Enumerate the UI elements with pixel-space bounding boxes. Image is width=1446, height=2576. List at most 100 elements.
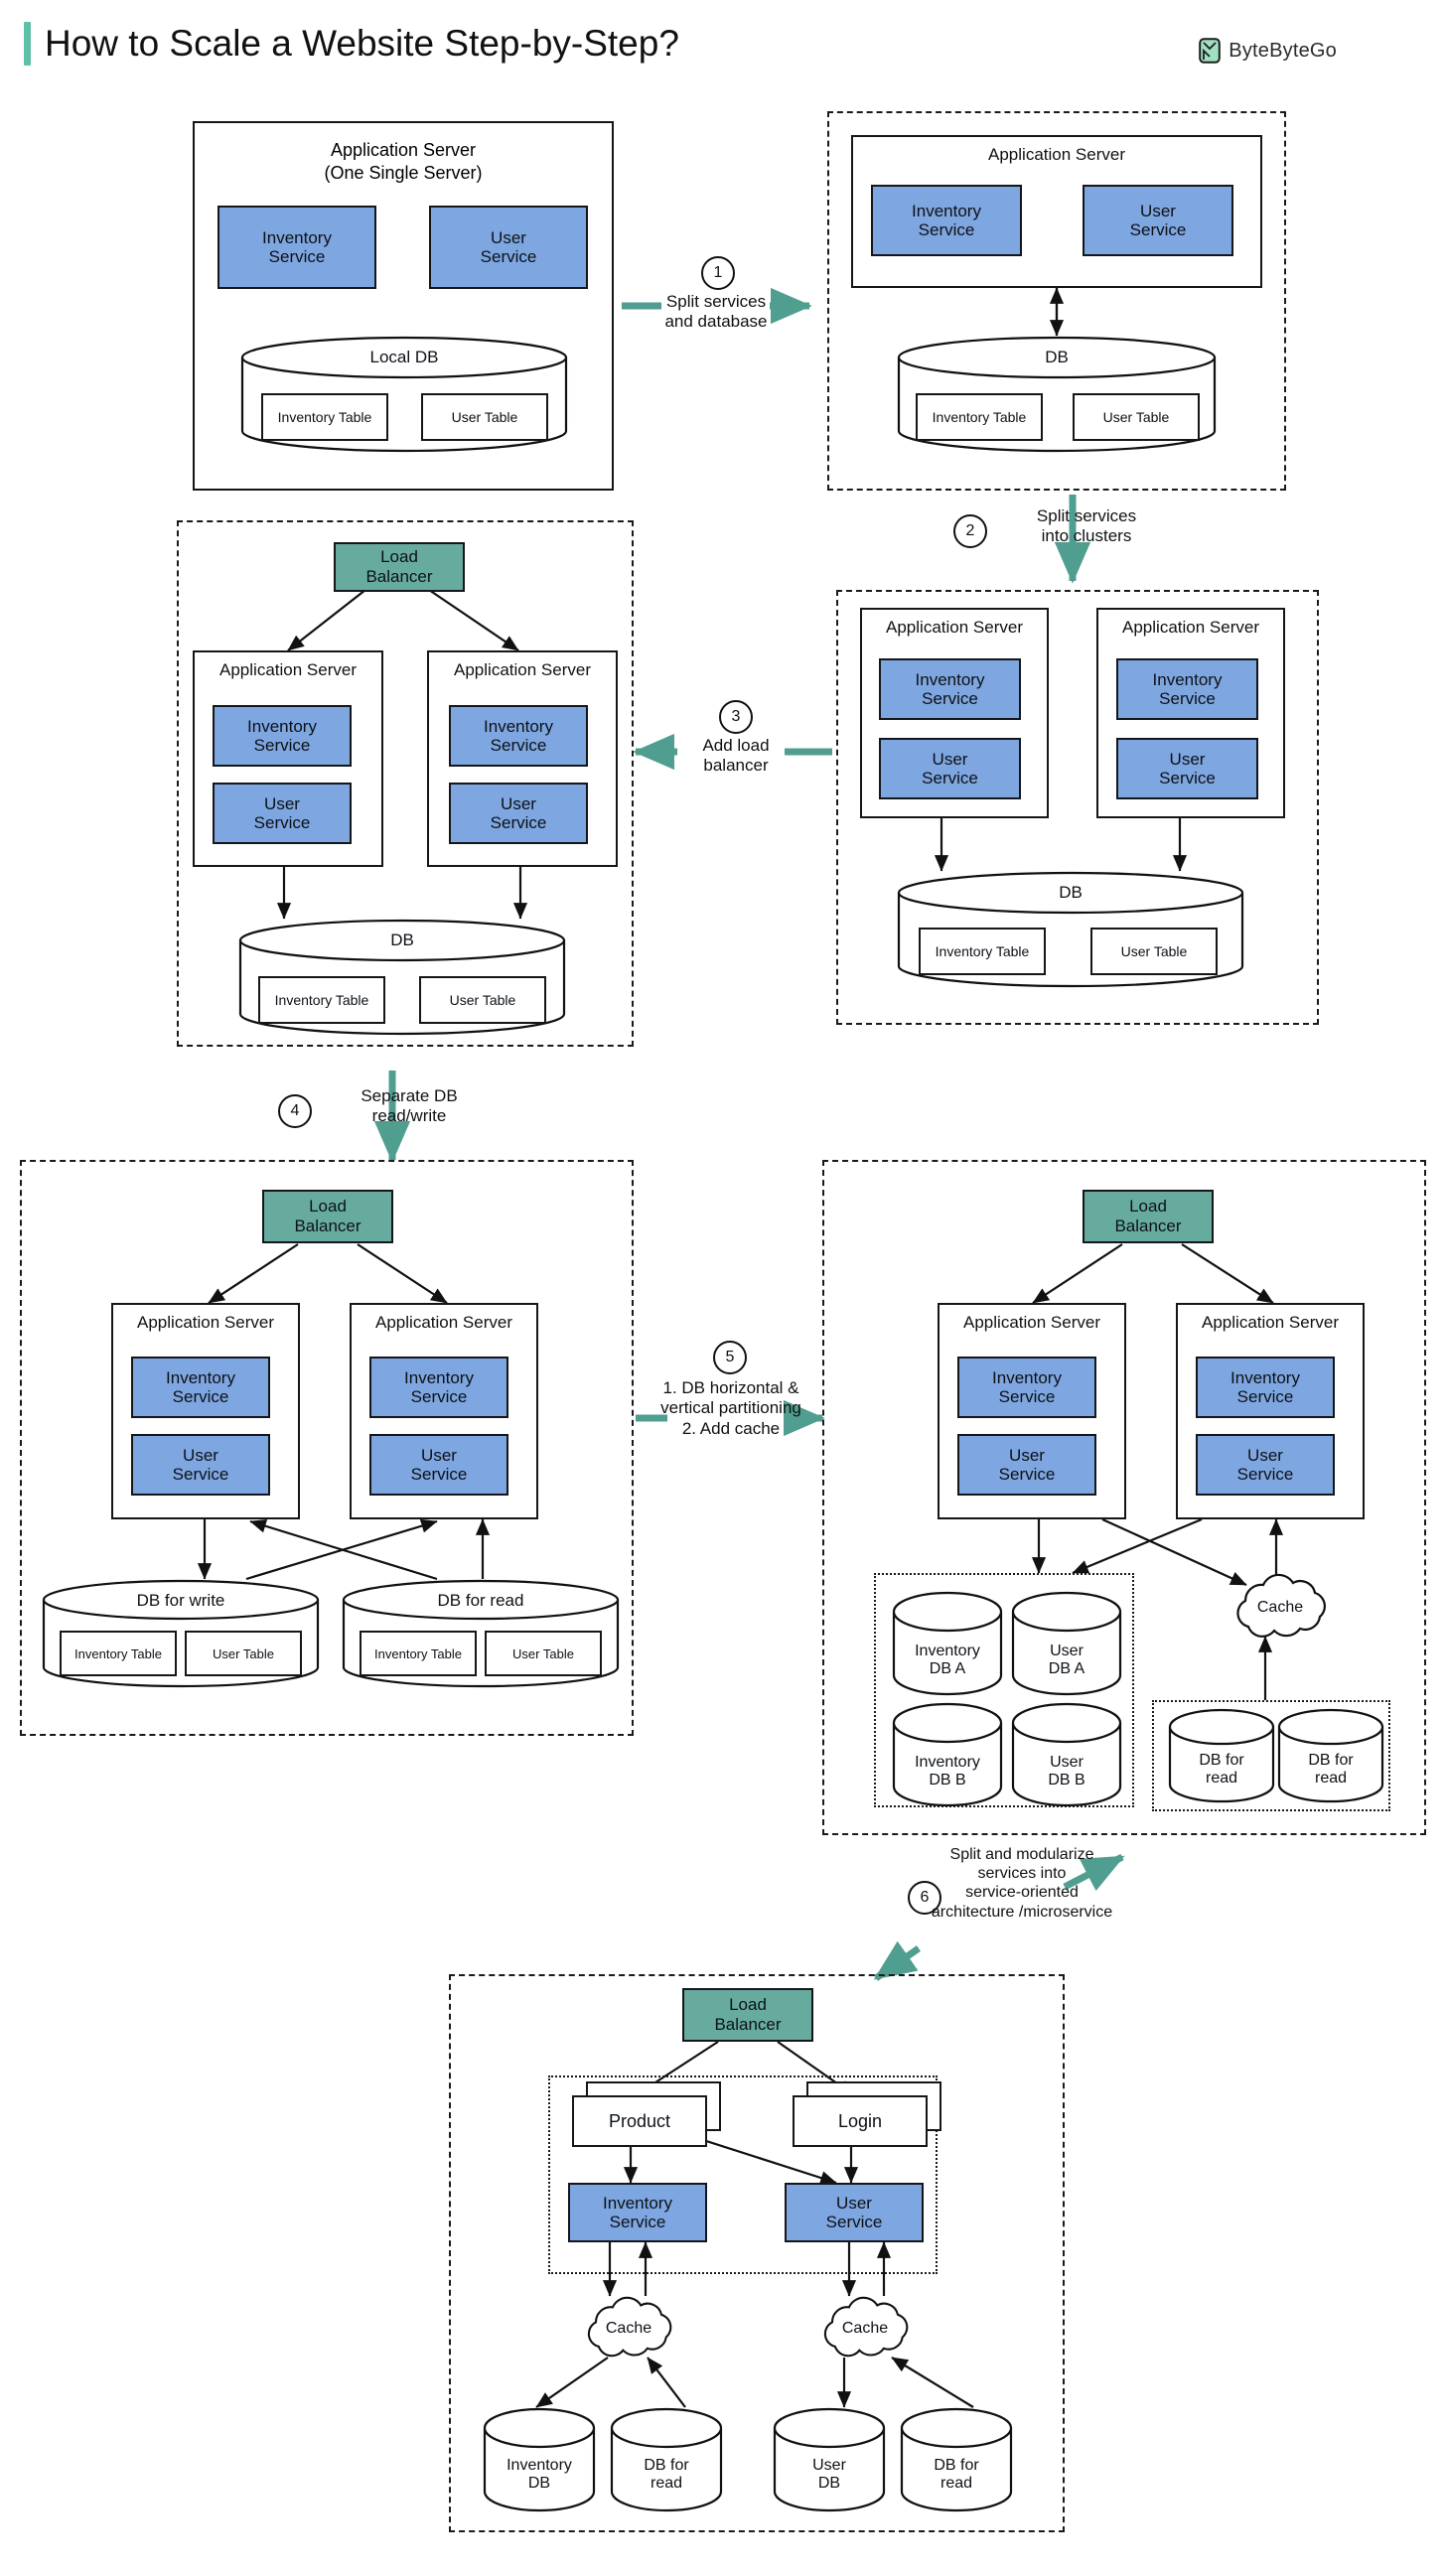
step-5-marker: 5 1. DB horizontal & vertical partitioni… (636, 1341, 824, 1460)
page-title: How to Scale a Website Step-by-Step? (45, 23, 679, 64)
step-2-marker: 2 Split services into clusters (953, 504, 1172, 578)
read-replica-group-boundary (1152, 1700, 1390, 1811)
cache-cloud-user[interactable]: Cache (806, 2296, 924, 2361)
cache-cloud[interactable]: Cache (1222, 1573, 1339, 1643)
step-1-label: Split services and database (664, 292, 768, 332)
cache-label: Cache (841, 2320, 889, 2337)
app-server-label: Application Server (330, 140, 477, 160)
inventory-table-box: Inventory Table (919, 928, 1046, 975)
db-label: DB (390, 930, 414, 949)
step-1-marker: 1 Split services and database (622, 256, 810, 356)
shard-group-boundary (874, 1573, 1134, 1807)
step-4-number: 4 (278, 1094, 312, 1128)
microservice-group-boundary (548, 2075, 938, 2274)
cache-cloud-inventory[interactable]: Cache (570, 2296, 687, 2361)
bytebytego-icon (1199, 38, 1222, 64)
user-table-box: User Table (1090, 928, 1218, 975)
product-gateway-box[interactable]: Product (572, 2095, 707, 2147)
db-label: DB (1045, 348, 1069, 366)
stage-7-boundary (449, 1974, 1065, 2532)
step-2-label: Split services into clusters (1036, 506, 1137, 546)
app-server-label: Application Server (1202, 1313, 1339, 1332)
brand-name: ByteByteGo (1229, 39, 1337, 62)
db-for-read-label: DB for read (437, 1591, 524, 1610)
app-server-label: Application Server (963, 1313, 1100, 1332)
inventory-table-box: Inventory Table (258, 976, 385, 1024)
inventory-table-box: Inventory Table (916, 393, 1043, 441)
brand-logo: ByteByteGo (1199, 38, 1337, 64)
app-server-label: Application Server (137, 1313, 274, 1332)
app-server-label: Application Server (454, 660, 591, 679)
step-1-number: 1 (701, 256, 735, 290)
app-server-label: Application Server (375, 1313, 512, 1332)
title-accent-bar (24, 22, 31, 66)
step-3-number: 3 (719, 700, 753, 734)
stage-2-boundary (827, 111, 1286, 491)
app-server-label: Application Server (988, 145, 1125, 164)
inventory-table-box: Inventory Table (60, 1631, 177, 1676)
app-server-label: Application Server (886, 618, 1023, 637)
step-6-marker: 6 Split and modularize services into ser… (878, 1846, 1136, 1966)
step-5-label: 1. DB horizontal & vertical partitioning… (660, 1378, 801, 1438)
user-table-box: User Table (419, 976, 546, 1024)
login-gateway-box[interactable]: Login (793, 2095, 928, 2147)
app-server-label: Application Server (219, 660, 357, 679)
step-6-label: Split and modularize services into servi… (931, 1846, 1113, 1921)
step-3-label: Add load balancer (702, 736, 770, 776)
cache-label: Cache (1256, 1599, 1304, 1616)
inventory-table-box: Inventory Table (360, 1631, 477, 1676)
step-4-marker: 4 Separate DB read/write (278, 1084, 506, 1154)
step-2-number: 2 (953, 514, 987, 548)
stage-4-boundary (177, 520, 634, 1047)
cache-label: Cache (605, 2320, 652, 2337)
page-header: How to Scale a Website Step-by-Step? (24, 22, 679, 66)
app-server-sub-label: (One Single Server) (324, 162, 483, 183)
stage-6-boundary (822, 1160, 1426, 1835)
user-table-box: User Table (185, 1631, 302, 1676)
